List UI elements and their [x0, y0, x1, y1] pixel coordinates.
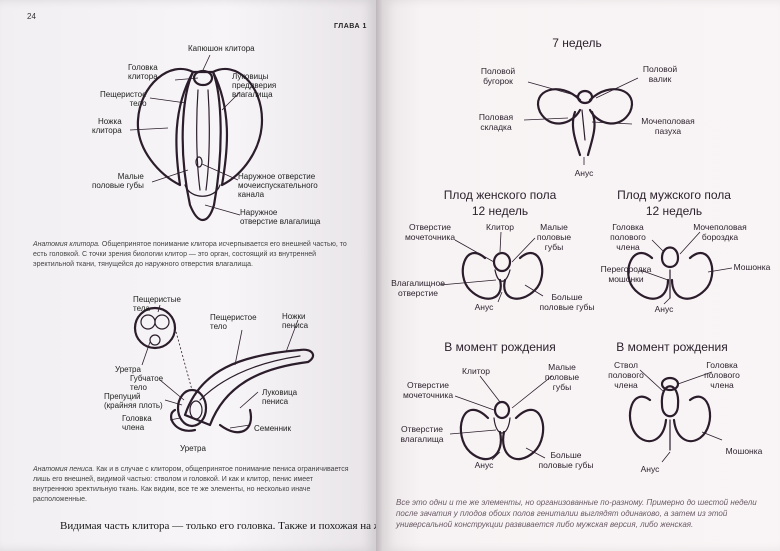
label-cavernous-bodies: Пещеристые тела	[133, 295, 181, 313]
chapter-header: ГЛАВА 1	[334, 23, 367, 30]
label-cavernous-body: Пещеристое тело	[100, 90, 147, 108]
title-female-birth: В момент рождения	[444, 340, 556, 354]
penis-diagram	[133, 304, 315, 434]
label-vestibular-bulbs: Луковицы преддверия влагалища	[232, 72, 277, 99]
label-prepuce: Препуций (крайняя плоть)	[104, 392, 163, 410]
label-m12-scrotal-septum: Перегородка мошонки	[600, 264, 652, 284]
clitoris-diagram	[129, 54, 264, 222]
clitoris-caption: Анатомия клитора. Общепринятое понимание…	[33, 240, 351, 270]
label-urethra-top: Уретра	[115, 365, 141, 374]
label-m12-glans: Головка полового члена	[610, 222, 646, 252]
label-labia-minora: Малые половые губы	[92, 172, 144, 190]
label-clitoral-hood: Капюшон клитора	[188, 44, 255, 53]
label-anus-week7: Анус	[574, 168, 594, 178]
label-clitoral-glans: Головка клитора	[128, 63, 158, 81]
label-genital-swelling: Половой валик	[642, 64, 678, 84]
label-cavernous-body-penis: Пещеристое тело	[210, 313, 257, 331]
page-number: 24	[27, 12, 36, 21]
label-genital-fold: Половая складка	[478, 112, 514, 132]
label-fb-labia-majora: Больше половые губы	[538, 450, 594, 470]
label-fb-anus: Анус	[474, 460, 494, 470]
title-male-birth: В момент рождения	[616, 340, 728, 354]
label-fb-vaginal-opening: Отверстие влагалища	[400, 424, 444, 444]
label-urogenital-sinus: Мочеполовая пазуха	[641, 116, 695, 136]
label-f12-clitoris: Клитор	[486, 222, 514, 232]
left-page: 24 ГЛАВА 1 Капюшон клитора Головка клито…	[0, 0, 376, 551]
penis-caption-text: Как и в случае с клитором, общепринятое …	[33, 466, 349, 503]
right-page-caption: Все это одни и те же элементы, но органи…	[396, 498, 757, 529]
body-text: Видимая часть клитора — только его голов…	[60, 520, 376, 532]
book-gutter	[376, 0, 382, 551]
label-urethral-opening: Наружное отверстие мочеиспускательного к…	[238, 172, 318, 199]
clitoris-caption-title: Анатомия клитора.	[33, 241, 100, 248]
label-f12-urethral-opening: Отверстие мочеточника	[404, 222, 456, 242]
label-vaginal-opening: Наружное отверстие влагалища	[240, 208, 321, 226]
label-mb-shaft: Ствол полового члена	[608, 360, 644, 390]
label-fb-clitoris: Клитор	[462, 366, 490, 376]
penis-caption-title: Анатомия пениса.	[33, 466, 95, 473]
label-m12-scrotum: Мошонка	[733, 262, 771, 272]
label-penile-bulb: Луковица пениса	[262, 388, 298, 406]
label-m12-urogenital-groove: Мочеполовая бороздка	[693, 222, 747, 242]
label-genital-tubercle: Половой бугорок	[480, 66, 516, 86]
title-week7: 7 недель	[552, 36, 602, 50]
label-mb-glans: Головка полового члена	[704, 360, 740, 390]
label-fb-labia-minora: Малые половые губы	[544, 362, 580, 392]
label-f12-anus: Анус	[474, 302, 494, 312]
penis-caption: Анатомия пениса. Как и в случае с клитор…	[33, 465, 351, 505]
label-mb-scrotum: Мошонка	[725, 446, 763, 456]
label-spongy-body: Губчатое тело	[130, 374, 164, 392]
label-penile-glans: Головка члена	[122, 414, 152, 432]
label-testis: Семенник	[254, 424, 291, 433]
label-mb-anus: Анус	[640, 464, 660, 474]
title-male-12-weeks: 12 недель	[645, 204, 703, 218]
title-male-12: Плод мужского пола	[617, 188, 731, 202]
title-female-12-weeks: 12 недель	[471, 204, 529, 218]
label-m12-anus: Анус	[654, 304, 674, 314]
title-female-12: Плод женского пола	[443, 188, 557, 202]
label-penile-crura: Ножки пениса	[282, 312, 309, 330]
label-f12-labia-majora: Больше половые губы	[539, 292, 595, 312]
clitoris-caption-text: Общепринятое понимание клитора исчерпыва…	[33, 241, 347, 268]
label-f12-labia-minora: Малые половые губы	[536, 222, 572, 252]
label-fb-urethral-opening: Отверстие мочеточника	[402, 380, 454, 400]
label-clitoral-crura: Ножка клитора	[92, 117, 122, 135]
label-f12-vaginal-opening: Влагалищное отверстие	[391, 278, 445, 298]
label-urethra-bottom: Уретра	[180, 444, 206, 453]
